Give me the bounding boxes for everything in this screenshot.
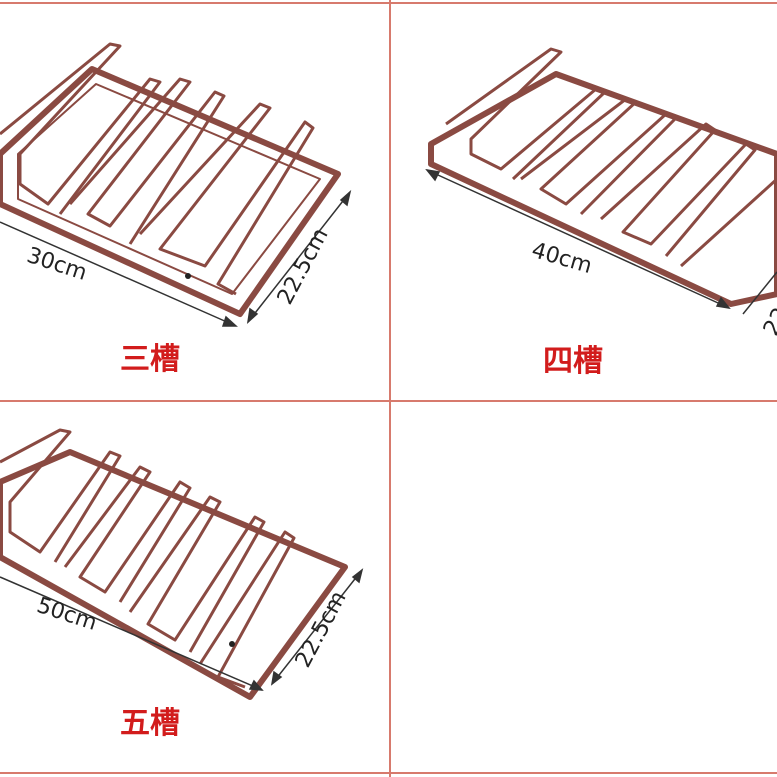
five-slot-rack-image <box>0 428 364 700</box>
grid-line-center <box>389 0 391 777</box>
grid-line-top <box>0 2 777 4</box>
five-slot-variant-label: 五槽 <box>120 706 180 741</box>
three-slot-variant-label: 三槽 <box>120 342 180 377</box>
panel-four-slot: 40cm 22.5 四槽 <box>391 4 777 400</box>
panel-five-slot: 50cm 22.5cm 五槽 <box>0 402 389 772</box>
four-slot-rack-image <box>425 47 777 315</box>
four-slot-variant-label: 四槽 <box>543 344 603 379</box>
panel-three-slot: 30cm 22.5cm 三槽 <box>0 4 389 400</box>
grid-line-bottom <box>0 772 777 774</box>
panel-empty <box>391 402 777 772</box>
three-slot-rack-image <box>0 42 352 327</box>
grid-line-middle <box>0 400 777 402</box>
